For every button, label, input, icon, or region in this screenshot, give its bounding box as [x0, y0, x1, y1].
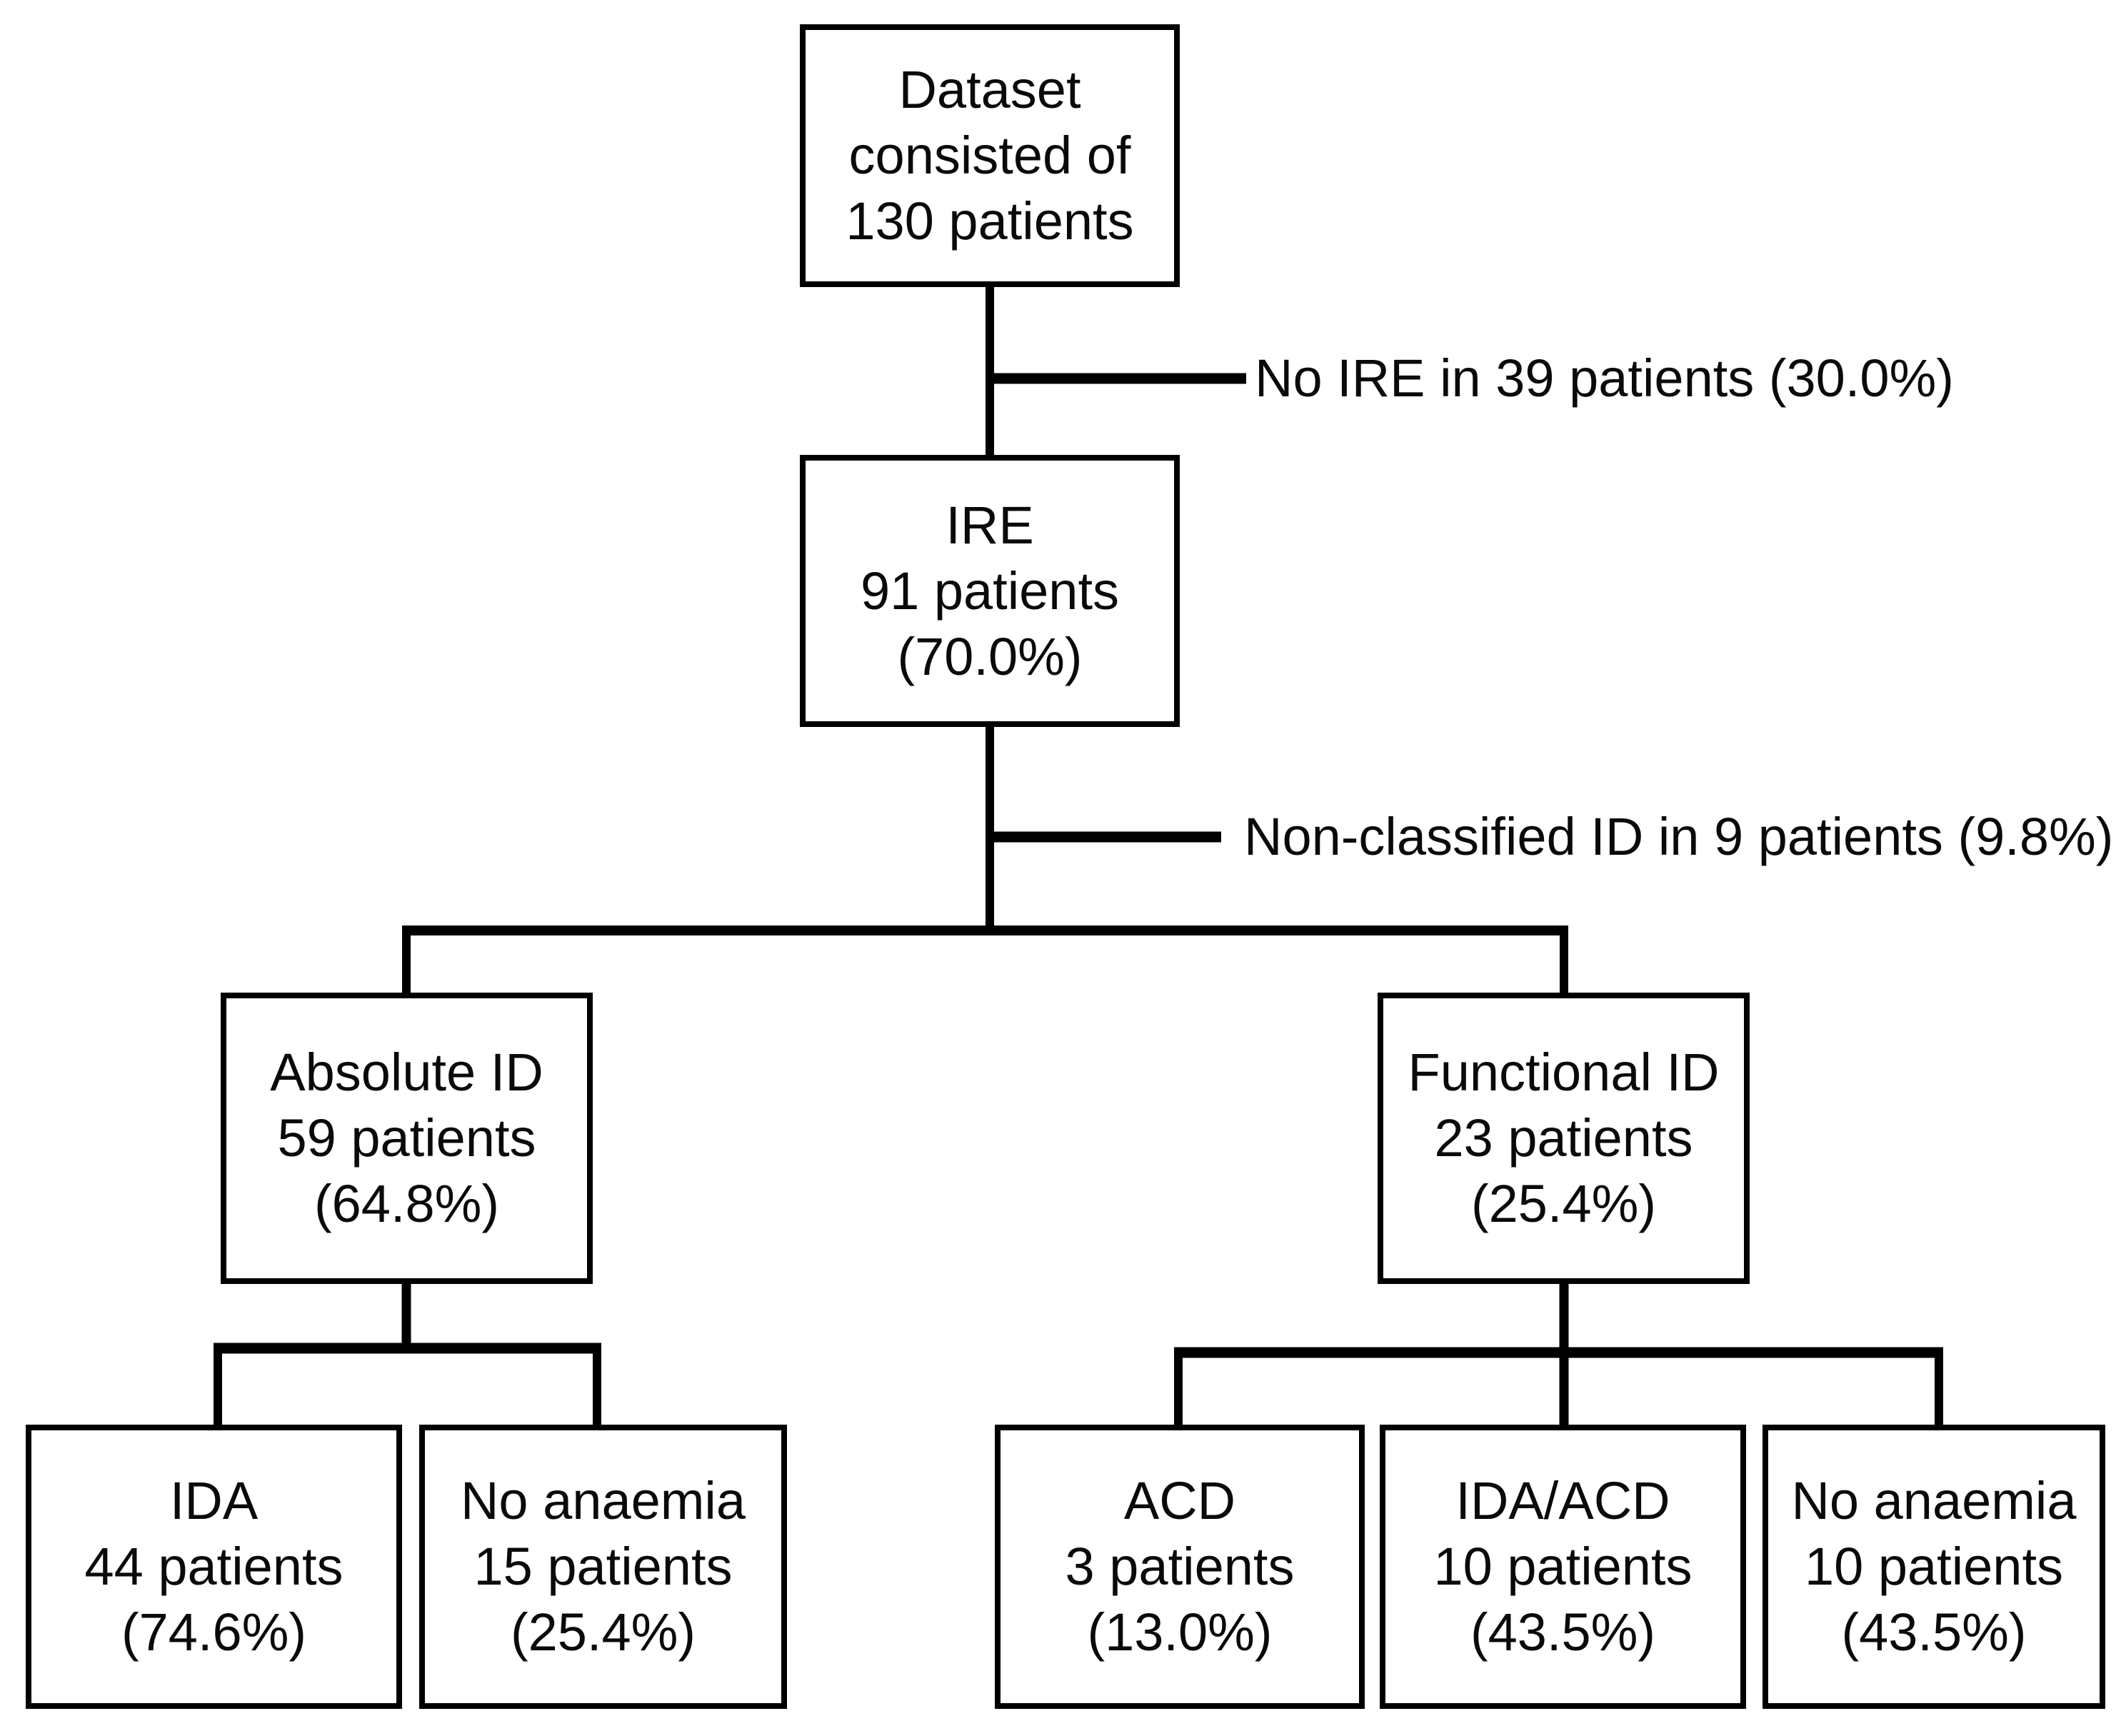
node-ire: IRE 91 patients (70.0%) [800, 455, 1180, 727]
node-ida-acd-line-3: (43.5%) [1470, 1602, 1656, 1662]
node-dataset: Dataset consisted of 130 patients [800, 24, 1180, 287]
node-absolute-id-line-3: (64.8%) [314, 1174, 500, 1233]
node-ire-line-1: IRE [946, 495, 1034, 555]
node-functional-id: Functional ID 23 patients (25.4%) [1378, 993, 1750, 1284]
node-no-anaemia-functional-line-3: (43.5%) [1841, 1602, 2027, 1662]
node-acd-line-3: (13.0%) [1087, 1602, 1273, 1662]
node-ida-line-1: IDA [169, 1471, 259, 1530]
node-no-anaemia-functional-line-2: 10 patients [1804, 1537, 2064, 1596]
node-ida-acd: IDA/ACD 10 patients (43.5%) [1380, 1425, 1746, 1709]
node-acd-line-1: ACD [1123, 1471, 1236, 1530]
node-dataset-line-3: 130 patients [846, 191, 1134, 251]
node-functional-id-line-3: (25.4%) [1470, 1174, 1657, 1233]
node-functional-id-line-1: Functional ID [1408, 1043, 1720, 1102]
node-ida-line-2: 44 patients [84, 1537, 344, 1596]
node-no-anaemia-absolute-line-2: 15 patients [473, 1537, 733, 1596]
node-dataset-line-2: consisted of [848, 126, 1131, 185]
node-no-anaemia-functional-line-1: No anaemia [1791, 1471, 2077, 1530]
node-acd-line-2: 3 patients [1065, 1537, 1295, 1596]
node-no-anaemia-absolute-line-3: (25.4%) [510, 1602, 696, 1662]
node-no-anaemia-absolute-line-1: No anaemia [460, 1471, 746, 1530]
node-ida-line-3: (74.6%) [121, 1602, 307, 1662]
node-absolute-id-line-1: Absolute ID [270, 1043, 543, 1102]
node-no-anaemia-absolute: No anaemia 15 patients (25.4%) [419, 1425, 787, 1709]
node-ida-acd-line-2: 10 patients [1433, 1537, 1693, 1596]
branch-label-non-classified: Non-classified ID in 9 patients (9.8%) [1244, 807, 2114, 866]
node-ida: IDA 44 patients (74.6%) [26, 1425, 402, 1709]
node-absolute-id-line-2: 59 patients [277, 1108, 536, 1168]
node-dataset-line-1: Dataset [898, 60, 1081, 119]
node-ire-line-3: (70.0%) [897, 626, 1083, 686]
node-acd: ACD 3 patients (13.0%) [995, 1425, 1365, 1709]
node-ida-acd-line-1: IDA/ACD [1455, 1471, 1670, 1530]
node-functional-id-line-2: 23 patients [1434, 1108, 1693, 1168]
node-absolute-id: Absolute ID 59 patients (64.8%) [221, 993, 593, 1284]
node-ire-line-2: 91 patients [860, 561, 1120, 621]
branch-label-no-ire: No IRE in 39 patients (30.0%) [1255, 348, 1954, 408]
node-no-anaemia-functional: No anaemia 10 patients (43.5%) [1763, 1425, 2105, 1709]
